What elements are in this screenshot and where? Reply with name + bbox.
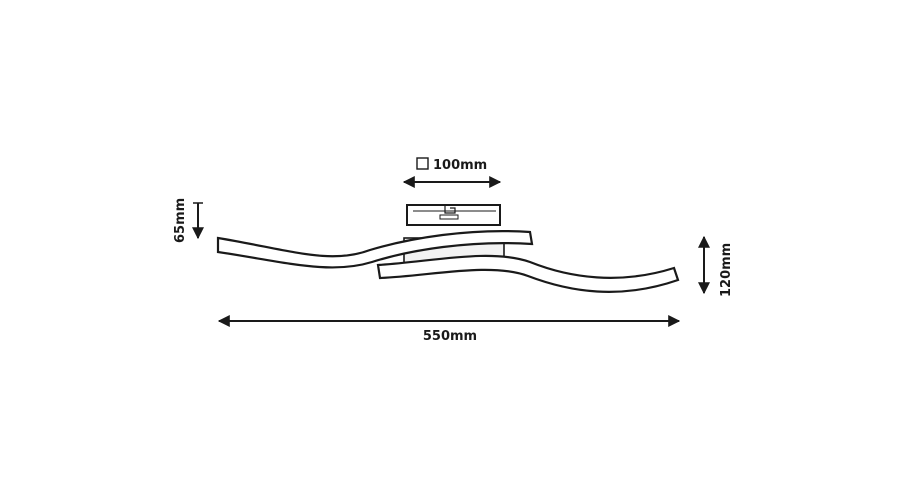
upper-wave-arm [216, 230, 534, 269]
width-label: 550mm [423, 329, 477, 344]
base-dimension: 100mm [402, 157, 502, 188]
left-height-dimension: 65mm [173, 198, 204, 243]
square-symbol [416, 157, 429, 170]
lower-wave-arm [376, 254, 680, 293]
width-dimension: 550mm [217, 315, 681, 344]
left-height-label: 65mm [173, 198, 188, 243]
right-height-label: 120mm [719, 243, 734, 297]
right-height-dimension: 120mm [698, 235, 734, 297]
mount-base [406, 204, 501, 226]
base-dimension-label: 100mm [433, 158, 487, 173]
